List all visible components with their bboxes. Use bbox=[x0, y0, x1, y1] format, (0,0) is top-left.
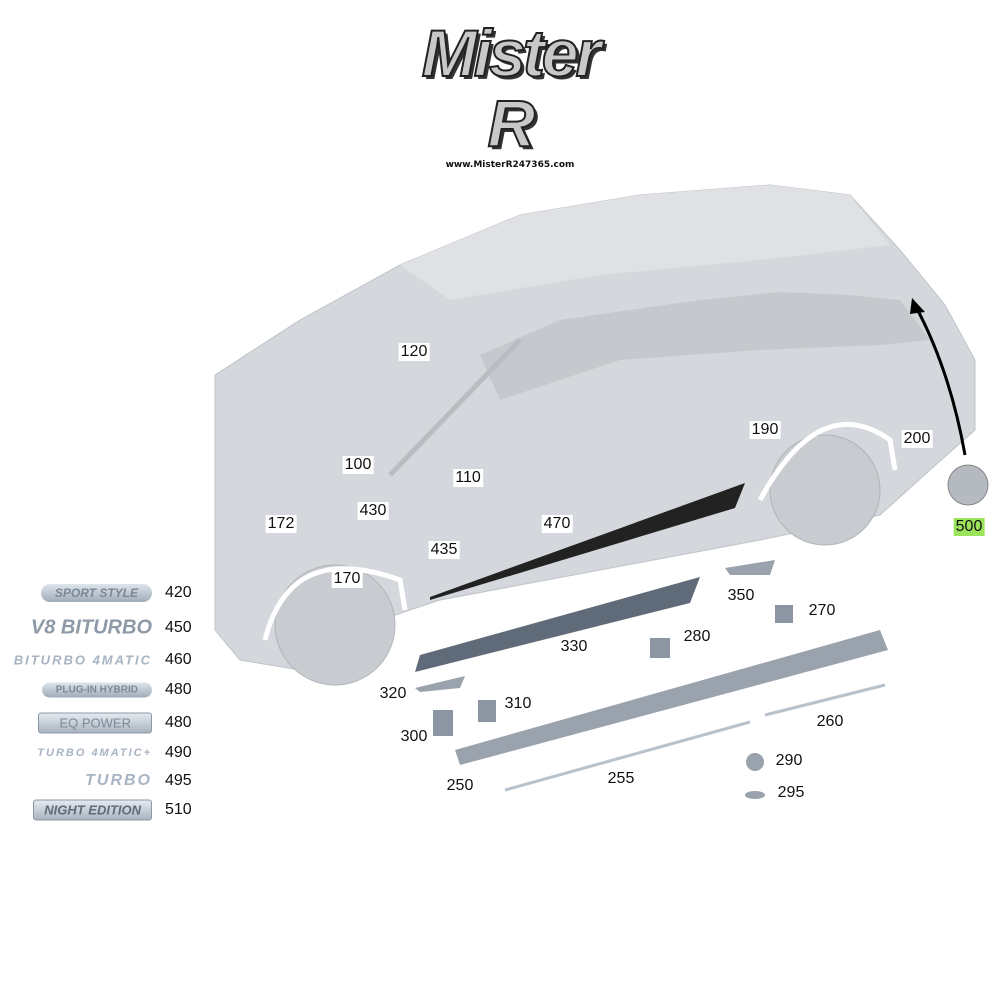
badge-row: SPORT STYLE 420 bbox=[0, 580, 200, 606]
front-wheel bbox=[274, 564, 396, 686]
part-280 bbox=[650, 638, 670, 658]
part-330 bbox=[415, 577, 700, 672]
callout-430: 430 bbox=[357, 502, 389, 520]
part-270 bbox=[775, 605, 793, 623]
badge-turbo-4matic-plus: TURBO 4MATIC+ bbox=[37, 747, 152, 759]
badge-row: PLUG-IN HYBRID 480 bbox=[0, 677, 200, 703]
part-350 bbox=[725, 560, 775, 575]
callout-110: 110 bbox=[453, 469, 483, 487]
part-295 bbox=[745, 791, 765, 799]
callout-170: 170 bbox=[331, 570, 363, 588]
part-number: 490 bbox=[165, 744, 192, 761]
part-number: 495 bbox=[165, 772, 192, 789]
part-250 bbox=[455, 630, 888, 765]
part-255 bbox=[504, 720, 751, 792]
badge-plug-in-hybrid: PLUG-IN HYBRID bbox=[41, 682, 152, 698]
part-number: 480 bbox=[165, 681, 192, 698]
emblem-500 bbox=[947, 464, 989, 506]
badge-eq-power: EQ POWER bbox=[38, 712, 152, 734]
callout-350: 350 bbox=[725, 587, 757, 605]
callout-100: 100 bbox=[342, 456, 374, 474]
arrow-head bbox=[910, 298, 925, 314]
callout-120: 120 bbox=[398, 343, 430, 361]
callout-172: 172 bbox=[265, 515, 297, 533]
callout-330: 330 bbox=[558, 638, 590, 656]
badge-biturbo-4matic: BITURBO 4MATIC bbox=[13, 652, 152, 668]
callout-295: 295 bbox=[775, 784, 807, 802]
badge-row: V8 BITURBO 450 bbox=[0, 615, 200, 641]
badge-row: BITURBO 4MATIC 460 bbox=[0, 647, 200, 673]
part-320 bbox=[415, 676, 465, 692]
callout-250: 250 bbox=[444, 777, 476, 795]
part-260 bbox=[764, 683, 886, 717]
roof bbox=[400, 185, 890, 300]
callout-435: 435 bbox=[428, 541, 460, 559]
callout-290: 290 bbox=[773, 752, 805, 770]
callout-200: 200 bbox=[901, 430, 933, 448]
rear-wheel bbox=[769, 434, 881, 546]
part-number: 420 bbox=[165, 584, 192, 601]
badge-row: EQ POWER 480 bbox=[0, 710, 200, 736]
badge-sport-style: SPORT STYLE bbox=[40, 584, 152, 602]
callout-260: 260 bbox=[814, 713, 846, 731]
callout-300: 300 bbox=[398, 728, 430, 746]
callout-280: 280 bbox=[681, 628, 713, 646]
rear-arch bbox=[757, 421, 898, 502]
windows bbox=[480, 292, 930, 400]
callout-310: 310 bbox=[502, 695, 534, 713]
badge-night-edition: NIGHT EDITION bbox=[33, 799, 152, 821]
part-number: 510 bbox=[165, 801, 192, 818]
logo-brand: Mister R bbox=[421, 16, 602, 160]
badge-row: TURBO 4MATIC+ 490 bbox=[0, 740, 200, 766]
part-290 bbox=[746, 753, 764, 771]
a-pillar-trim bbox=[388, 338, 522, 477]
callout-190: 190 bbox=[749, 421, 781, 439]
callout-320: 320 bbox=[377, 685, 409, 703]
badge-row: TURBO 495 bbox=[0, 768, 200, 794]
front-arch bbox=[262, 566, 408, 641]
badge-v8-biturbo: V8 BITURBO bbox=[30, 616, 152, 639]
callout-470: 470 bbox=[541, 515, 573, 533]
part-310 bbox=[478, 700, 496, 722]
callout-255: 255 bbox=[605, 770, 637, 788]
part-number: 460 bbox=[165, 651, 192, 668]
callout-270: 270 bbox=[806, 602, 838, 620]
part-number: 450 bbox=[165, 619, 192, 636]
badge-turbo: TURBO bbox=[85, 772, 152, 789]
callout-500: 500 bbox=[953, 518, 985, 536]
logo-url: www.MisterR247365.com bbox=[445, 160, 575, 170]
badge-row: NIGHT EDITION 510 bbox=[0, 797, 200, 823]
side-stripe bbox=[430, 483, 745, 600]
logo: Mister R www.MisterR247365.com bbox=[395, 16, 625, 170]
part-300 bbox=[433, 710, 453, 736]
arrow bbox=[913, 304, 967, 456]
part-number: 480 bbox=[165, 714, 192, 731]
